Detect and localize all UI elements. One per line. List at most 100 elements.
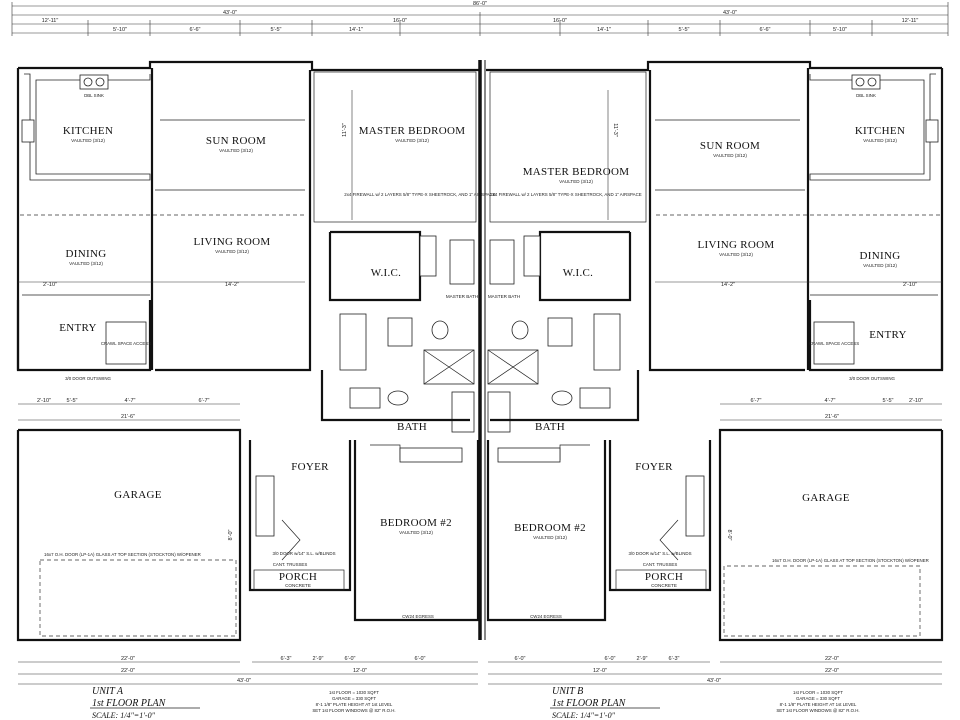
porch-door-note: 3/0 DOOR w/14" S.L. w/BLINDS — [628, 551, 691, 556]
crawl-space-label: CRAWL SPACE ACCESS — [809, 341, 859, 346]
unit-a-bath-label: BATH — [397, 421, 427, 433]
dim-label: 14'-1" — [349, 27, 363, 33]
dim-label: 6'-0" — [345, 656, 356, 662]
dim-label: 2'-10" — [909, 398, 923, 404]
unit-b-bedroom2-label: BEDROOM #2 — [514, 522, 586, 534]
unit-a-stat: 8'-1 1/8" PLATE HEIGHT AT 1st LEVEL — [316, 702, 393, 707]
dim-label: 16'-0" — [553, 18, 567, 24]
unit-a-title: UNIT A — [92, 686, 124, 697]
dim-label: 2'-10" — [43, 282, 57, 288]
unit-a-bottom-total: 43'-0" — [237, 678, 251, 684]
unit-b-foyer-label: FOYER — [635, 461, 673, 473]
dim-label: 2'-10" — [37, 398, 51, 404]
dim-label: 22'-0" — [121, 656, 135, 662]
dim-label: 5'-5" — [883, 398, 894, 404]
unit-a-wic-label: W.I.C. — [371, 267, 401, 279]
dim-label: 2'-10" — [903, 282, 917, 288]
unit-b-master-bedroom-sub: VAULTED (3/12) — [559, 179, 593, 184]
dim-label: 4'-7" — [825, 398, 836, 404]
firewall-note: 2x4 FIREWALL w/ 2 LAYERS 5/8" TYPE-X SHE… — [490, 192, 641, 197]
dim-label: 2'-9" — [313, 656, 324, 662]
dim-label: 11'-3" — [342, 123, 348, 137]
dim-label: 21'-6" — [121, 414, 135, 420]
unit-b-kitchen-label: KITCHEN — [855, 125, 905, 137]
overall-dimension: 86'-0" — [11, 1, 949, 12]
unit-a-total-width: 43'-0" — [223, 10, 237, 16]
unit-b-garage-label: GARAGE — [802, 492, 850, 504]
unit-a-porch-sub: CONCRETE — [285, 583, 311, 588]
unit-a-scale: SCALE: 1/4"=1'-0" — [92, 711, 156, 720]
dim-label: 11'-3" — [612, 123, 618, 137]
unit-b-master-bedroom-label: MASTER BEDROOM — [523, 166, 630, 178]
dim-label: 6'-6" — [190, 27, 201, 33]
unit-a-porch-label: PORCH — [279, 571, 317, 583]
egress-note: CW24 EGRESS — [530, 614, 562, 619]
dim-label: 22'-0" — [121, 668, 135, 674]
garage-door-note: 16x7 O.H. DOOR (LP-1A) GLASS AT TOP SECT… — [772, 558, 929, 563]
dim-label: 22'-0" — [825, 668, 839, 674]
unit-b-stat: GARAGE = 330 SQFT — [796, 696, 840, 701]
unit-a-entry-label: ENTRY — [59, 322, 97, 334]
unit-a-stat: 1st FLOOR = 1030 SQFT — [329, 690, 379, 695]
dim-label: 8'-0" — [726, 530, 732, 541]
unit-b-dining-sub: VAULTED (3/12) — [863, 263, 897, 268]
unit-b-plan-title: 1st FLOOR PLAN — [552, 698, 627, 709]
dim-label: 8'-0" — [228, 529, 234, 540]
dim-label: 14'-2" — [225, 282, 239, 288]
trusses-note: CANT. TRUSSES — [273, 562, 308, 567]
garage-door-note: 16x7 O.H. DOOR (LP-1A) GLASS AT TOP SECT… — [44, 552, 201, 557]
unit-b-sunroom-sub: VAULTED (3/12) — [713, 153, 747, 158]
unit-a-dining-sub: VAULTED (3/12) — [69, 261, 103, 266]
unit-a-plan: 43'-0" 12'-11" 16'-0" 5'-10" 6'-6" 5'-5"… — [11, 10, 496, 720]
unit-a-plan-title: 1st FLOOR PLAN — [92, 698, 167, 709]
dim-label: 5'-10" — [113, 27, 127, 33]
egress-note: CW24 EGRESS — [402, 614, 434, 619]
dim-label: 21'-6" — [825, 414, 839, 420]
dim-label: 12'-11" — [902, 18, 919, 24]
unit-b-stat: 8'-1 1/8" PLATE HEIGHT AT 1st LEVEL — [780, 702, 857, 707]
unit-a-master-bath-label: MASTER BATH — [446, 294, 478, 299]
unit-b-stat: SET 1st FLOOR WINDOWS @ 82" R.O.H. — [776, 708, 859, 713]
unit-b-title: UNIT B — [552, 686, 583, 697]
dim-label: 6'-7" — [751, 398, 762, 404]
dim-label: 5'-5" — [679, 27, 690, 33]
dim-label: 22'-0" — [825, 656, 839, 662]
unit-a-kitchen-sub: VAULTED (3/12) — [71, 138, 105, 143]
unit-a-foyer-label: FOYER — [291, 461, 329, 473]
unit-b-kitchen-sub: VAULTED (3/12) — [863, 138, 897, 143]
unit-a-master-bedroom-sub: VAULTED (3/12) — [395, 138, 429, 143]
dim-label: 6'-7" — [199, 398, 210, 404]
unit-a-garage-label: GARAGE — [114, 489, 162, 501]
unit-a-stat: GARAGE = 330 SQFT — [332, 696, 376, 701]
dim-label: 12'-0" — [353, 668, 367, 674]
unit-b-plan: 43'-0" 12'-11" 16'-0" 5'-10" 6'-6" 5'-5"… — [480, 10, 949, 720]
unit-a-kitchen-label: KITCHEN — [63, 125, 113, 137]
trusses-note: CANT. TRUSSES — [643, 562, 678, 567]
dim-label: 12'-11" — [42, 18, 59, 24]
unit-a-bedroom2-sub: VAULTED (3/12) — [399, 530, 433, 535]
unit-b-total-width: 43'-0" — [723, 10, 737, 16]
overall-width-label: 86'-0" — [473, 1, 487, 7]
unit-b-bath-label: BATH — [535, 421, 565, 433]
unit-b-entry-label: ENTRY — [869, 329, 907, 341]
porch-door-note: 3/0 DOOR w/14" S.L. w/BLINDS — [272, 551, 335, 556]
dim-label: 6'-0" — [415, 656, 426, 662]
sink-note: DBL SINK — [84, 93, 104, 98]
unit-b-master-bath-label: MASTER BATH — [488, 294, 520, 299]
dim-label: 5'-5" — [271, 27, 282, 33]
unit-b-living-sub: VAULTED (3/12) — [719, 252, 753, 257]
unit-b-dining-label: DINING — [860, 250, 901, 262]
dim-label: 12'-0" — [593, 668, 607, 674]
unit-a-living-sub: VAULTED (3/12) — [215, 249, 249, 254]
unit-b-stat: 1st FLOOR = 1030 SQFT — [793, 690, 843, 695]
dim-label: 6'-0" — [515, 656, 526, 662]
dim-label: 16'-0" — [393, 18, 407, 24]
unit-b-porch-label: PORCH — [645, 571, 683, 583]
unit-b-wic-label: W.I.C. — [563, 267, 593, 279]
unit-a-stat: SET 1st FLOOR WINDOWS @ 82" R.O.H. — [312, 708, 395, 713]
dim-label: 5'-5" — [67, 398, 78, 404]
unit-b-bottom-total: 43'-0" — [707, 678, 721, 684]
dim-label: 2'-9" — [637, 656, 648, 662]
unit-b-bedroom2-sub: VAULTED (3/12) — [533, 535, 567, 540]
